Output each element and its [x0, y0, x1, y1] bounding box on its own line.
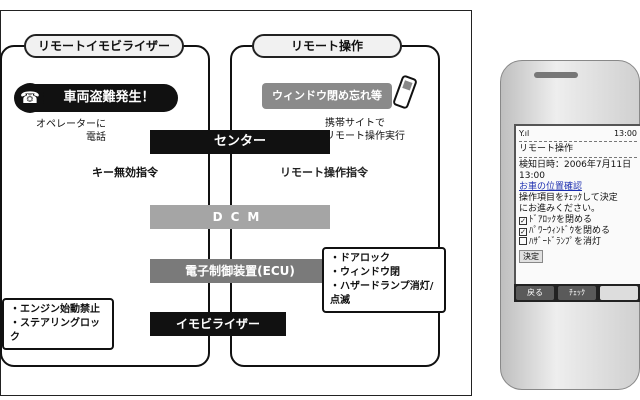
screen-divider: [519, 157, 637, 158]
detected-datetime: 検知日時：2006年7月11日: [519, 160, 632, 170]
remote-actions-box: ・ドアロック ・ウィンドウ閉 ・ハザードランプ消灯/点滅: [322, 247, 446, 313]
center-node: センター: [150, 130, 330, 154]
remote-operation-title: リモート操作: [252, 34, 402, 58]
mobile-phone-icon: [393, 75, 417, 109]
instruction-text: にお進みください。: [519, 204, 601, 214]
phone-softkey-bar: 戻る ﾁｪｯｸ: [514, 284, 640, 302]
checkbox-checked-icon[interactable]: ✓: [519, 217, 527, 225]
option-door-lock[interactable]: ✓ﾄﾞｱﾛｯｸを閉める: [519, 215, 593, 225]
window-alert-label: ウィンドウ閉め忘れ等: [262, 83, 392, 109]
checkbox-checked-icon[interactable]: ✓: [519, 228, 527, 236]
phone-clock: 13:00: [613, 129, 637, 138]
detected-time: 13:00: [519, 171, 545, 181]
check-softkey[interactable]: ﾁｪｯｸ: [558, 286, 596, 300]
option-hazard-lamp[interactable]: ﾊｻﾞｰﾄﾞﾗﾝﾌﾟを消灯: [519, 237, 637, 248]
remote-command-label: リモート操作指令: [280, 166, 368, 179]
telephone-icon: ☎: [16, 83, 44, 113]
option-power-window[interactable]: ✓ﾊﾟﾜｰｳｨﾝﾄﾞｳを閉める: [519, 226, 611, 236]
instruction-text: 操作項目をﾁｪｯｸして決定: [519, 193, 618, 203]
dcm-node: DCM: [150, 205, 330, 229]
phone-screen: Y.ıl 13:00 リモート操作 検知日時：2006年7月11日 13:00 …: [514, 124, 640, 302]
ecu-node: 電子制御装置(ECU): [150, 259, 330, 283]
key-disable-command-label: キー無効指令: [92, 166, 158, 179]
screen-title: リモート操作: [519, 144, 574, 154]
remote-immobilizer-title: リモートイモビライザー: [24, 34, 184, 58]
checkbox-unchecked-icon[interactable]: [519, 237, 527, 245]
immobilizer-node: イモビライザー: [150, 312, 286, 336]
mobile-site-label: 携帯サイトで リモート操作実行: [325, 118, 405, 142]
back-softkey[interactable]: 戻る: [516, 286, 554, 300]
immobilizer-actions-box: ・エンジン始動禁止 ・ステアリングロック: [2, 298, 114, 350]
phone-status-bar: Y.ıl 13:00: [519, 128, 637, 139]
decide-button[interactable]: 決定: [519, 250, 543, 263]
phone-earpiece: [534, 72, 578, 78]
blank-softkey[interactable]: [600, 286, 638, 300]
vehicle-location-link[interactable]: お車の位置確認: [519, 182, 583, 192]
signal-icon: Y.ıl: [519, 129, 530, 138]
screen-divider: [519, 141, 637, 142]
operator-call-label: オペレーターに 電話: [36, 119, 106, 143]
